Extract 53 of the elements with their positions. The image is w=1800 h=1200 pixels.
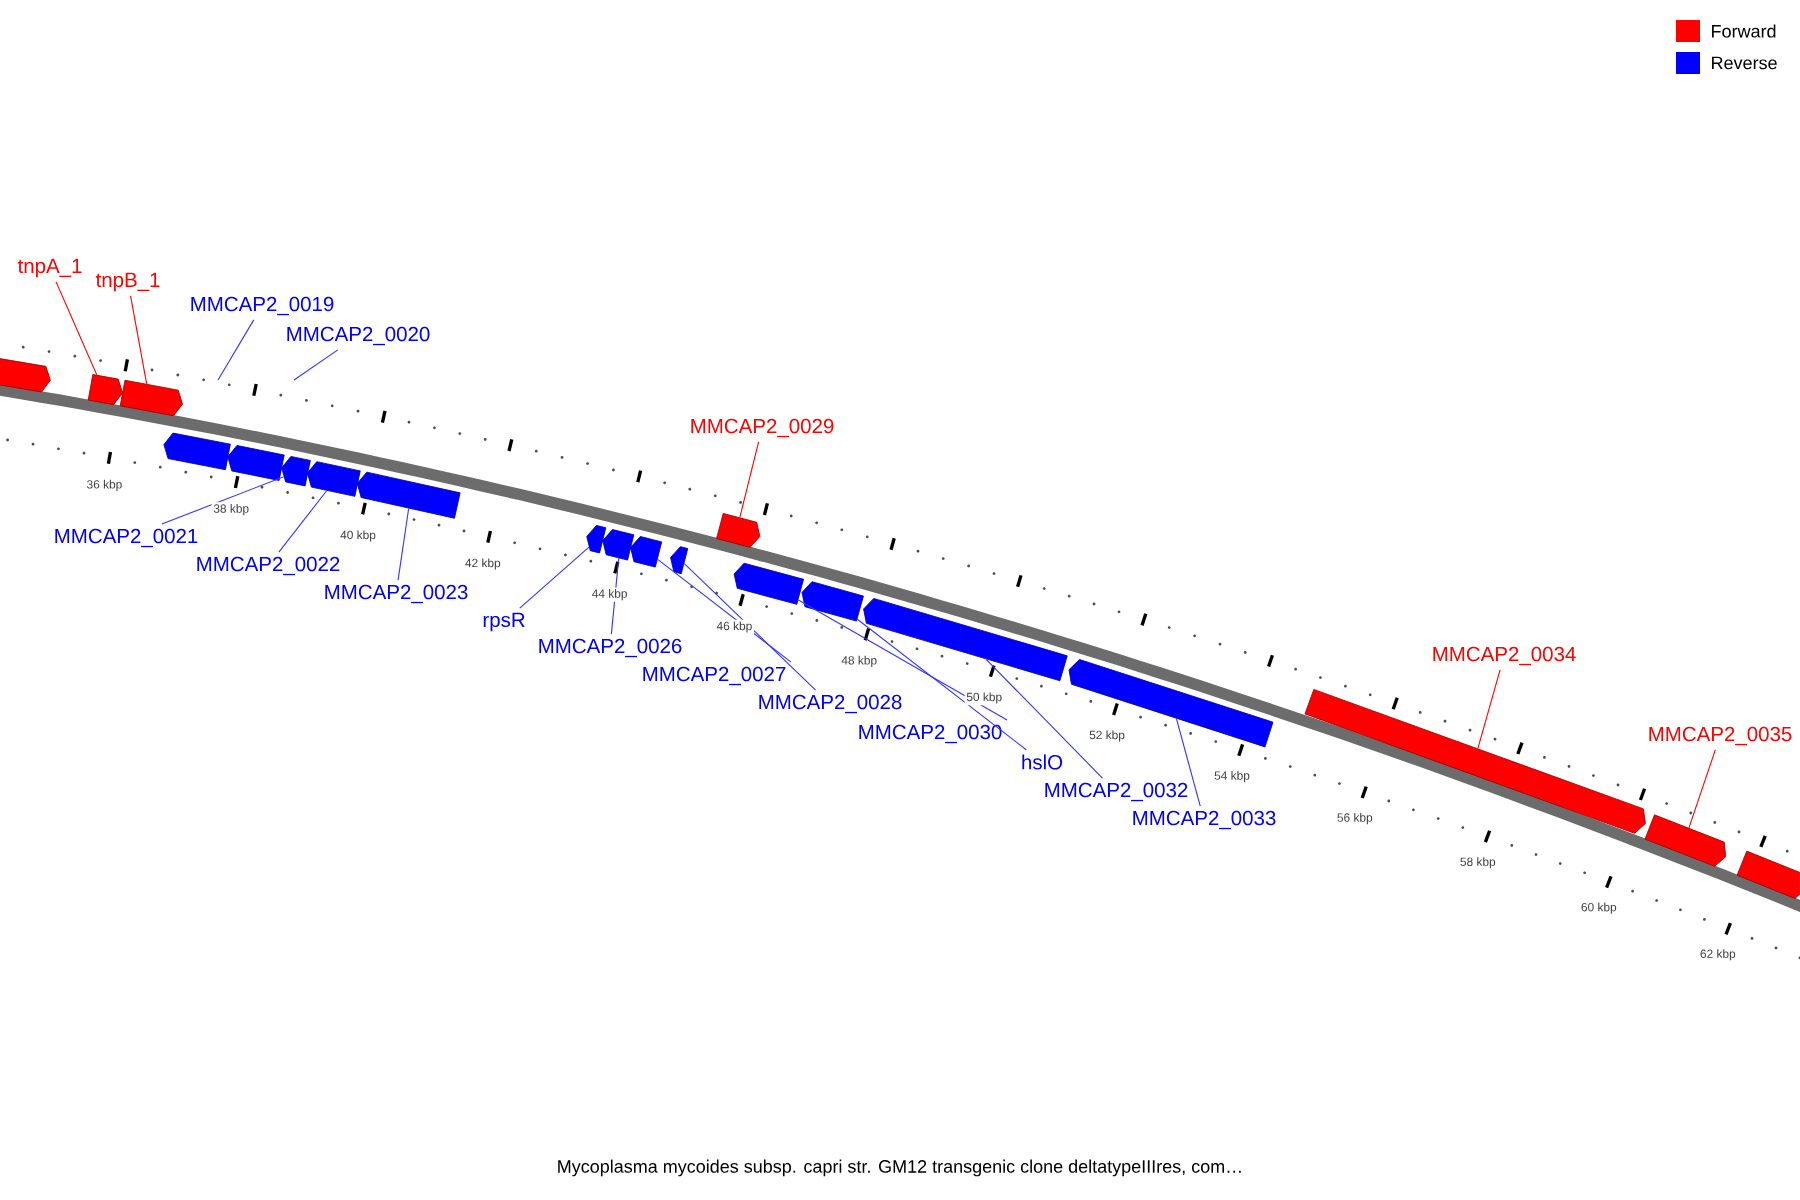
gene-label: MMCAP2_0026: [539, 638, 682, 658]
gene-label: MMCAP2_0035: [1649, 726, 1792, 746]
gene-label: tnpB_1: [95, 272, 160, 292]
gene-block: [281, 456, 311, 487]
leader-line: [161, 476, 285, 525]
leader-line: [856, 618, 1027, 751]
gene-label: MMCAP2_0029: [691, 418, 834, 438]
gene-block: [801, 581, 864, 622]
leader-line: [519, 546, 590, 609]
leader-line: [985, 658, 1103, 779]
gene-label: MMCAP2_0030: [859, 724, 1002, 744]
gene-block: [1644, 814, 1727, 867]
leader-line: [739, 441, 760, 518]
gene-block: [0, 357, 51, 393]
gene-block: [630, 536, 663, 568]
gene-label: MMCAP2_0033: [1133, 810, 1276, 830]
gene-block: [602, 529, 635, 561]
gene-label: MMCAP2_0019: [191, 296, 334, 316]
leader-line: [1477, 669, 1501, 749]
gene-block: [586, 525, 607, 554]
gene-label: MMCAP2_0021: [55, 528, 198, 548]
gene-label: MMCAP2_0023: [325, 584, 468, 604]
gene-block: [1304, 689, 1646, 834]
leader-line: [293, 349, 339, 381]
gene-block: [670, 546, 689, 575]
leader-line: [797, 599, 1008, 721]
leader-line: [217, 319, 255, 381]
gene-label: rpsR: [483, 612, 525, 632]
gene-label: MMCAP2_0032: [1045, 782, 1188, 802]
leader-line: [55, 281, 98, 376]
leader-line: [657, 558, 792, 663]
legend-label: Forward: [1712, 24, 1776, 38]
leader-line: [1688, 749, 1716, 829]
gene-label: MMCAP2_0022: [197, 556, 340, 576]
leader-line: [278, 490, 328, 553]
gene-block: [733, 562, 804, 605]
gene-label: MMCAP2_0020: [287, 326, 430, 346]
legend-label: Reverse: [1712, 56, 1777, 70]
leader-line: [1175, 718, 1201, 807]
gene-block: [1736, 850, 1800, 899]
gene-label: tnpA_1: [17, 258, 82, 278]
gene-block: [163, 432, 231, 471]
gene-block: [716, 512, 761, 548]
caption: Mycoplasma mycoides subsp. capri str. GM12 transgenic clone deltatypeIIIres, com…: [558, 1159, 1241, 1177]
leader-line: [130, 295, 148, 385]
gene-block: [87, 374, 123, 406]
gene-label: MMCAP2_0034: [1433, 646, 1576, 666]
leader-line: [683, 563, 817, 691]
leader-line: [397, 507, 410, 581]
gene-label: MMCAP2_0028: [759, 694, 902, 714]
gene-label: MMCAP2_0027: [643, 666, 786, 686]
gene-block: [1068, 659, 1274, 748]
gene-label: hslO: [1022, 754, 1063, 770]
